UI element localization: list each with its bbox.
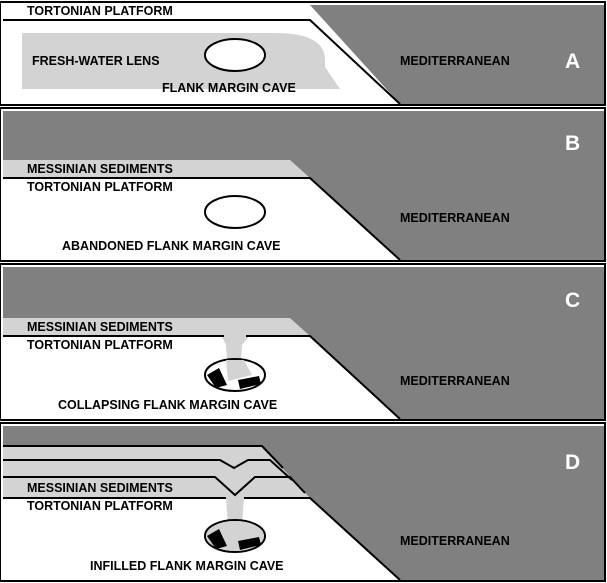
panel-d: MESSINIAN SEDIMENTS TORTONIAN PLATFORM I… bbox=[0, 423, 605, 581]
panel-b-letter: B bbox=[565, 132, 580, 155]
panel-a: TORTONIAN PLATFORM FRESH-WATER LENS FLAN… bbox=[0, 2, 605, 105]
panel-d-platform-label: TORTONIAN PLATFORM bbox=[27, 499, 173, 513]
panel-d-sea-label: MEDITERRANEAN bbox=[400, 534, 510, 548]
panel-c-sea-label: MEDITERRANEAN bbox=[400, 374, 510, 388]
panel-a-platform-label: TORTONIAN PLATFORM bbox=[27, 4, 173, 18]
panel-c-letter: C bbox=[565, 289, 580, 312]
panel-c-sediments-label: MESSINIAN SEDIMENTS bbox=[27, 320, 173, 334]
panel-b-sea-label: MEDITERRANEAN bbox=[400, 211, 510, 225]
panel-c: MESSINIAN SEDIMENTS TORTONIAN PLATFORM C… bbox=[0, 264, 605, 420]
panel-d-cave-label: INFILLED FLANK MARGIN CAVE bbox=[90, 559, 284, 573]
panel-a-cave-label: FLANK MARGIN CAVE bbox=[162, 81, 296, 95]
panel-d-letter: D bbox=[565, 451, 580, 474]
panel-b-cave bbox=[205, 196, 265, 228]
panel-b-platform-label: TORTONIAN PLATFORM bbox=[27, 180, 173, 194]
panel-b: MESSINIAN SEDIMENTS TORTONIAN PLATFORM A… bbox=[0, 108, 605, 261]
panel-c-platform-label: TORTONIAN PLATFORM bbox=[27, 338, 173, 352]
panel-b-sediments-label: MESSINIAN SEDIMENTS bbox=[27, 162, 173, 176]
panel-a-cave bbox=[205, 39, 265, 71]
panel-a-lens-label: FRESH-WATER LENS bbox=[32, 54, 160, 68]
panel-a-letter: A bbox=[565, 50, 580, 73]
panel-d-sediments-label: MESSINIAN SEDIMENTS bbox=[27, 481, 173, 495]
panel-c-cave-label: COLLAPSING FLANK MARGIN CAVE bbox=[58, 398, 277, 412]
panel-b-cave-label: ABANDONED FLANK MARGIN CAVE bbox=[62, 239, 281, 253]
panel-a-sea-label: MEDITERRANEAN bbox=[400, 54, 510, 68]
